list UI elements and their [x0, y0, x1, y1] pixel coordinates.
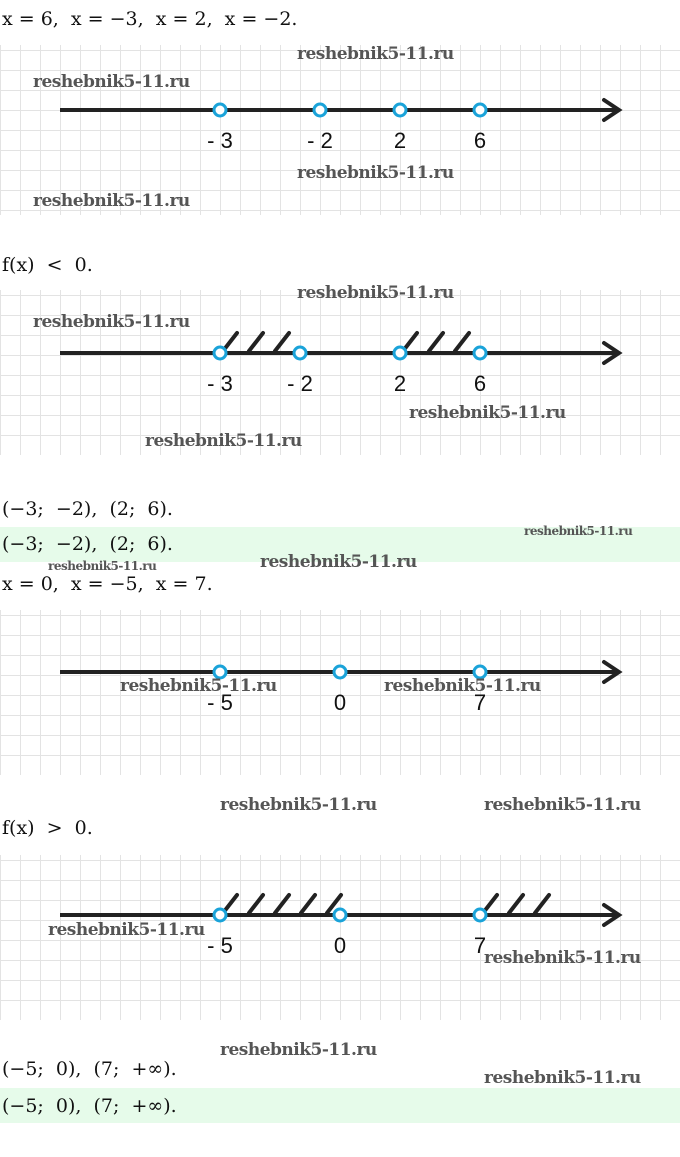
watermark: reshebnik5-11.ru — [33, 312, 190, 332]
point-label: 2 — [394, 371, 406, 396]
watermark: reshebnik5-11.ru — [220, 1040, 377, 1060]
number-line-diagram-2: - 3 - 2 2 6 — [0, 290, 680, 455]
number-line-diagram-4: - 5 0 7 — [0, 855, 680, 1020]
point-label: 0 — [334, 933, 346, 958]
hatch-mark — [299, 893, 317, 915]
open-point — [472, 345, 488, 361]
point-label: 6 — [474, 128, 486, 153]
arrow-head-icon — [602, 341, 623, 365]
watermark: reshebnik5-11.ru — [33, 191, 190, 211]
hatch-mark — [533, 893, 551, 915]
hatch-mark — [273, 331, 291, 353]
point-label: - 2 — [287, 371, 313, 396]
open-point — [212, 345, 228, 361]
arrow-head-icon — [602, 98, 623, 122]
point-label: 7 — [474, 690, 486, 715]
open-point — [292, 345, 308, 361]
roots-line-2: x = 0, x = −5, x = 7. — [2, 573, 213, 595]
inequality-line-2: f(x) > 0. — [2, 817, 93, 839]
hatch-mark — [453, 331, 471, 353]
open-point — [212, 102, 228, 118]
watermark: reshebnik5-11.ru — [145, 431, 302, 451]
watermark: reshebnik5-11.ru — [297, 163, 454, 183]
hatch-mark — [273, 893, 291, 915]
open-point — [212, 907, 228, 923]
answer-line-1: (−3; −2), (2; 6). — [2, 498, 173, 520]
open-point — [392, 102, 408, 118]
point-label: - 3 — [207, 128, 233, 153]
hatch-mark — [427, 331, 445, 353]
hatch-mark — [247, 331, 265, 353]
open-point — [212, 664, 228, 680]
open-point — [472, 664, 488, 680]
point-label: - 5 — [207, 933, 233, 958]
point-label: 2 — [394, 128, 406, 153]
watermark: reshebnik5-11.ru — [297, 283, 454, 303]
watermark: reshebnik5-11.ru — [48, 559, 157, 573]
open-point — [472, 907, 488, 923]
watermark: reshebnik5-11.ru — [524, 524, 633, 538]
watermark: reshebnik5-11.ru — [409, 403, 566, 423]
open-point — [332, 907, 348, 923]
point-label: - 3 — [207, 371, 233, 396]
answer-highlight-text-1: (−3; −2), (2; 6). — [2, 533, 173, 555]
open-point — [332, 664, 348, 680]
answer-line-2: (−5; 0), (7; +∞). — [2, 1058, 177, 1080]
watermark: reshebnik5-11.ru — [484, 1068, 641, 1088]
watermark: reshebnik5-11.ru — [33, 72, 190, 92]
arrow-head-icon — [602, 903, 623, 927]
watermark: reshebnik5-11.ru — [297, 44, 454, 64]
open-point — [312, 102, 328, 118]
hatch-mark — [507, 893, 525, 915]
watermark: reshebnik5-11.ru — [220, 795, 377, 815]
answer-highlight-2 — [0, 1088, 680, 1123]
point-label: 0 — [334, 690, 346, 715]
watermark: reshebnik5-11.ru — [120, 676, 277, 696]
roots-line-1: x = 6, x = −3, x = 2, x = −2. — [2, 8, 298, 30]
point-label: - 5 — [207, 690, 233, 715]
arrow-head-icon — [602, 660, 623, 684]
open-point — [392, 345, 408, 361]
point-label: 7 — [474, 933, 486, 958]
hatch-mark — [247, 893, 265, 915]
watermark: reshebnik5-11.ru — [484, 795, 641, 815]
watermark: reshebnik5-11.ru — [384, 676, 541, 696]
point-label: - 2 — [307, 128, 333, 153]
number-line-diagram-3: - 5 0 7 — [0, 610, 680, 775]
answer-highlight-text-2: (−5; 0), (7; +∞). — [2, 1095, 177, 1117]
watermark: reshebnik5-11.ru — [48, 920, 205, 940]
hatch-mark — [325, 893, 343, 915]
inequality-line-1: f(x) < 0. — [2, 254, 93, 276]
open-point — [472, 102, 488, 118]
watermark: reshebnik5-11.ru — [260, 552, 417, 572]
number-line-diagram-1: - 3 - 2 2 6 — [0, 45, 680, 215]
watermark: reshebnik5-11.ru — [484, 948, 641, 968]
answer-highlight-1 — [0, 527, 680, 562]
point-label: 6 — [474, 371, 486, 396]
